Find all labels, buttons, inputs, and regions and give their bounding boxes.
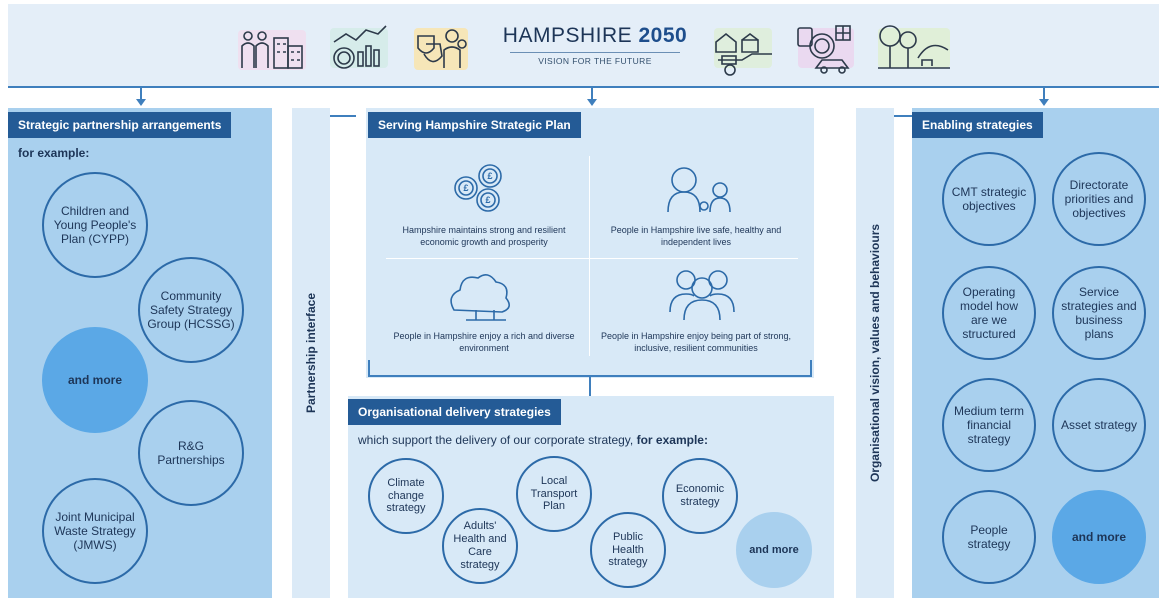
hampshire-2050-banner [8,4,1159,88]
outcome-economic-growth: Hampshire maintains strong and resilient… [402,225,566,248]
outcome-safe-healthy: People in Hampshire live safe, healthy a… [610,225,782,248]
climate-change-circle: Climate change strategy [368,458,444,534]
partnership-interface-bar: Partnership interface [292,108,330,598]
enabling-strategies-heading: Enabling strategies [912,112,1043,138]
hcssg-circle: Community Safety Strategy Group (HCSSG) [138,257,244,363]
public-health-circle: Public Health strategy [590,512,666,588]
community-group-icon [669,270,735,321]
hampshire-2050-logo: HAMPSHIRE 2050 VISION FOR THE FUTURE [502,24,688,66]
connector-right [1043,88,1045,100]
svg-text:£: £ [463,183,468,193]
org-delivery-and-more-circle: and more [736,512,812,588]
countryside-trees-icon [878,25,950,69]
organisational-delivery-heading: Organisational delivery strategies [348,399,561,425]
logo-title-year: 2050 [638,24,688,47]
strategic-partnership-heading: Strategic partnership arrangements [8,112,232,138]
interface-connector [330,115,356,117]
arrow-left [136,99,146,106]
trees-environment-icon [450,274,510,321]
bracket-right-tick [810,360,812,376]
enabling-and-more-circle: and more [1052,490,1146,584]
people-buildings-icon [238,30,306,70]
asset-strategy-circle: Asset strategy [1052,378,1146,472]
outcome-environment: People in Hampshire enjoy a rich and div… [393,331,575,354]
organisational-vision-label: Organisational vision, values and behavi… [868,223,882,483]
serving-hampshire-heading: Serving Hampshire Strategic Plan [368,112,581,138]
arrow-right [1039,99,1049,106]
org-intro-emphasis: for example: [636,433,708,447]
cypp-circle: Children and Young People's Plan (CYPP) [42,172,148,278]
logo-subtitle: VISION FOR THE FUTURE [538,56,652,66]
operating-model-circle: Operating model how are we structured [942,266,1036,360]
strategic-and-more-circle: and more [42,327,148,433]
outcome-communities: People in Hampshire enjoy being part of … [600,331,792,354]
banner-connector-line [8,86,1159,88]
connector-left [140,88,142,100]
org-intro-text: which support the delivery of our corpor… [358,433,637,447]
farm-tractor-icon [714,28,772,76]
rg-partnerships-circle: R&G Partnerships [138,400,244,506]
partnership-interface-label: Partnership interface [304,292,318,414]
service-strategies-circle: Service strategies and business plans [1052,266,1146,360]
arrow-center [587,99,597,106]
jmws-circle: Joint Municipal Waste Strategy (JMWS) [42,478,148,584]
bracket-base [368,375,812,377]
gauge-car-icon [797,25,854,74]
coins-growth-chart-icon [330,25,388,69]
svg-text:£: £ [487,171,492,181]
serving-hampshire-panel [366,108,814,378]
medium-term-financial-circle: Medium term financial strategy [942,378,1036,472]
connector-center [591,88,593,100]
directorate-priorities-circle: Directorate priorities and objectives [1052,152,1146,246]
coins-icon: £ £ £ [454,164,502,212]
svg-text:£: £ [485,195,490,205]
quadrant-divider-horizontal [386,258,798,259]
vision-connector [894,115,912,117]
cmt-objectives-circle: CMT strategic objectives [942,152,1036,246]
masks-family-icon [414,28,468,70]
local-transport-plan-circle: Local Transport Plan [516,456,592,532]
people-strategy-circle: People strategy [942,490,1036,584]
bracket-down-connector [589,377,591,396]
adults-health-care-circle: Adults' Health and Care strategy [442,508,518,584]
quadrant-divider-vertical [589,156,590,356]
adult-child-icon [667,167,731,213]
logo-rule [510,52,680,53]
logo-title-name: HAMPSHIRE [502,24,639,47]
bracket-left-tick [368,360,370,376]
organisational-delivery-intro: which support the delivery of our corpor… [358,433,708,447]
strategic-intro: for example: [18,146,90,160]
logo-title: HAMPSHIRE 2050 [502,24,688,48]
economic-strategy-circle: Economic strategy [662,458,738,534]
organisational-vision-bar: Organisational vision, values and behavi… [856,108,894,598]
